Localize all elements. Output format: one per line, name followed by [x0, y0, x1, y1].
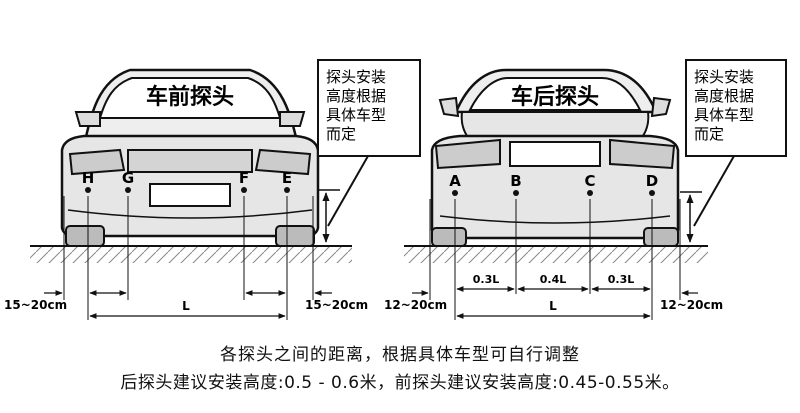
- rear-segment-1-label: 0.3L: [473, 273, 500, 286]
- sensor-dot-d: [649, 190, 655, 196]
- rear-note-line: 高度根据: [694, 87, 754, 105]
- front-span-label: L: [182, 299, 190, 313]
- sensor-label-f: F: [239, 169, 249, 187]
- rear-note-line: 探头安装: [694, 68, 754, 86]
- sensor-label-a: A: [449, 172, 461, 190]
- sensor-dot-b: [513, 190, 519, 196]
- front-car-illustration: [30, 68, 352, 263]
- sensor-label-e: E: [282, 169, 292, 187]
- front-note-line: 具体车型: [326, 106, 386, 124]
- rear-segment-2-label: 0.4L: [540, 273, 567, 286]
- rear-segment-3-label: 0.3L: [608, 273, 635, 286]
- caption-spacing-note: 各探头之间的距离，根据具体车型可自行调整: [220, 345, 580, 365]
- rear-note-line: 而定: [694, 125, 724, 143]
- rear-note-callout: 探头安装 高度根据 具体车型 而定: [685, 59, 787, 227]
- rear-title: 车后探头: [511, 84, 599, 110]
- sensor-dot-c: [587, 190, 593, 196]
- sensor-dot-f: [241, 187, 247, 193]
- caption-height-recommendation: 后探头建议安装高度:0.5 - 0.6米，前探头建议安装高度:0.45-0.55…: [120, 373, 680, 393]
- sensor-dot-e: [284, 187, 290, 193]
- sensor-dot-a: [452, 190, 458, 196]
- front-note-line: 而定: [326, 125, 356, 143]
- rear-car-illustration: [404, 68, 708, 263]
- rear-sensors: A B C D: [429, 172, 681, 320]
- rear-left-gap-label: 12~20cm: [384, 298, 447, 312]
- sensor-label-c: C: [584, 172, 595, 190]
- front-sensors: H G F E: [63, 169, 314, 320]
- front-title: 车前探头: [146, 84, 234, 110]
- sensor-dot-g: [125, 187, 131, 193]
- front-right-gap-label: 15~20cm: [305, 298, 368, 312]
- front-note-line: 探头安装: [326, 68, 386, 86]
- sensor-label-d: D: [646, 172, 658, 190]
- sensor-dot-h: [85, 187, 91, 193]
- front-note-line: 高度根据: [326, 87, 386, 105]
- sensor-label-h: H: [82, 169, 95, 187]
- rear-right-gap-label: 12~20cm: [660, 298, 723, 312]
- rear-note-line: 具体车型: [694, 106, 754, 124]
- sensor-label-b: B: [510, 172, 521, 190]
- sensor-label-g: G: [122, 169, 134, 187]
- front-left-gap-label: 15~20cm: [4, 298, 67, 312]
- rear-span-label: L: [549, 299, 557, 313]
- front-note-callout: 探头安装 高度根据 具体车型 而定: [317, 59, 421, 227]
